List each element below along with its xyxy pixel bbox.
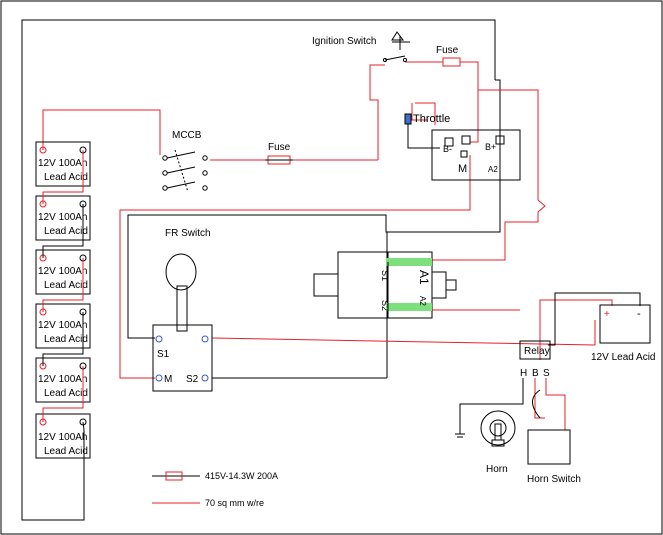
battery-6-line2: Lead Acid [44, 446, 88, 457]
motor-a2: A2 [418, 296, 427, 306]
horn: Horn [480, 410, 516, 475]
horn-relay: Relay H B S [455, 340, 566, 438]
battery-5-line1: 12V 100Ah [38, 374, 88, 385]
battery-5: 12V 100Ah Lead Acid [35, 357, 91, 403]
battery-3-line1: 12V 100Ah [38, 266, 88, 277]
horn-battery-label: 12V Lead Acid [591, 352, 656, 363]
field-winding-top [386, 258, 432, 266]
motor-controller: B- B+ M A2 [431, 129, 521, 181]
horn-battery-plus: + [604, 309, 610, 320]
legend-fuse-symbol [165, 471, 183, 481]
fr-terminal-m: M [164, 374, 172, 385]
battery-3: 12V 100Ah Lead Acid [35, 249, 91, 295]
throttle-label: Throttle [413, 113, 450, 125]
fuse-main-label: Fuse [268, 142, 291, 153]
relay-label: Relay [524, 346, 550, 357]
fr-terminal-s2: S2 [186, 374, 199, 385]
horn-battery-minus: - [637, 308, 641, 320]
throttle-icon [404, 113, 412, 125]
fuse-ignition: Fuse [436, 45, 461, 67]
mccb-breaker[interactable]: MCCB [162, 130, 208, 193]
mccb-label: MCCB [172, 130, 202, 141]
horn-switch[interactable]: Horn Switch [527, 389, 581, 485]
controller-b-minus: B- [443, 144, 452, 154]
battery-2-line2: Lead Acid [44, 226, 88, 237]
motor-s2: S2 [380, 300, 390, 311]
controller-m: M [458, 163, 467, 175]
legend-wire-text: 70 sq mm w/re [205, 498, 264, 508]
battery-6: 12V 100Ah Lead Acid [35, 413, 91, 459]
battery-6-line1: 12V 100Ah [38, 432, 88, 443]
fr-terminal-s1: S1 [157, 349, 170, 360]
horn-switch-label: Horn Switch [527, 474, 581, 485]
battery-4-line1: 12V 100Ah [38, 320, 88, 331]
drive-motor: S1 S2 A1 A2 [313, 251, 457, 319]
positive-wiring [42, 61, 613, 379]
battery-bank: 12V 100Ah Lead Acid 12V 100Ah Lead Acid … [35, 141, 91, 459]
legend: 415V-14.3W 200A 70 sq mm w/re [152, 471, 278, 508]
controller-a2: A2 [488, 165, 498, 174]
battery-4-line2: Lead Acid [44, 334, 88, 345]
battery-5-line2: Lead Acid [44, 388, 88, 399]
throttle[interactable]: Throttle [404, 113, 450, 149]
battery-1-line1: 12V 100Ah [38, 158, 88, 169]
battery-2: 12V 100Ah Lead Acid [35, 195, 91, 241]
controller-b-plus: B+ [485, 142, 496, 152]
field-winding-bottom [386, 303, 432, 311]
relay-pin-s: S [543, 368, 550, 379]
relay-pin-b: B [532, 368, 539, 379]
battery-4: 12V 100Ah Lead Acid [35, 303, 91, 349]
ignition-switch[interactable]: Ignition Switch [312, 31, 410, 63]
battery-3-line2: Lead Acid [44, 280, 88, 291]
fr-switch-label: FR Switch [165, 228, 211, 239]
battery-2-line1: 12V 100Ah [38, 212, 88, 223]
motor-s1: S1 [380, 270, 390, 281]
horn-label: Horn [486, 464, 508, 475]
battery-1: 12V 100Ah Lead Acid [35, 141, 91, 187]
fuse-main: Fuse [265, 142, 293, 165]
legend-fuse-text: 415V-14.3W 200A [205, 471, 278, 481]
horn-battery: + - 12V Lead Acid [548, 292, 656, 363]
fr-switch[interactable]: FR Switch S1 M S2 [152, 228, 213, 392]
relay-pin-h: H [520, 368, 527, 379]
fuse-ignition-label: Fuse [436, 45, 459, 56]
motor-a1: A1 [417, 270, 431, 285]
ignition-switch-label: Ignition Switch [312, 36, 376, 47]
battery-1-line2: Lead Acid [44, 172, 88, 183]
